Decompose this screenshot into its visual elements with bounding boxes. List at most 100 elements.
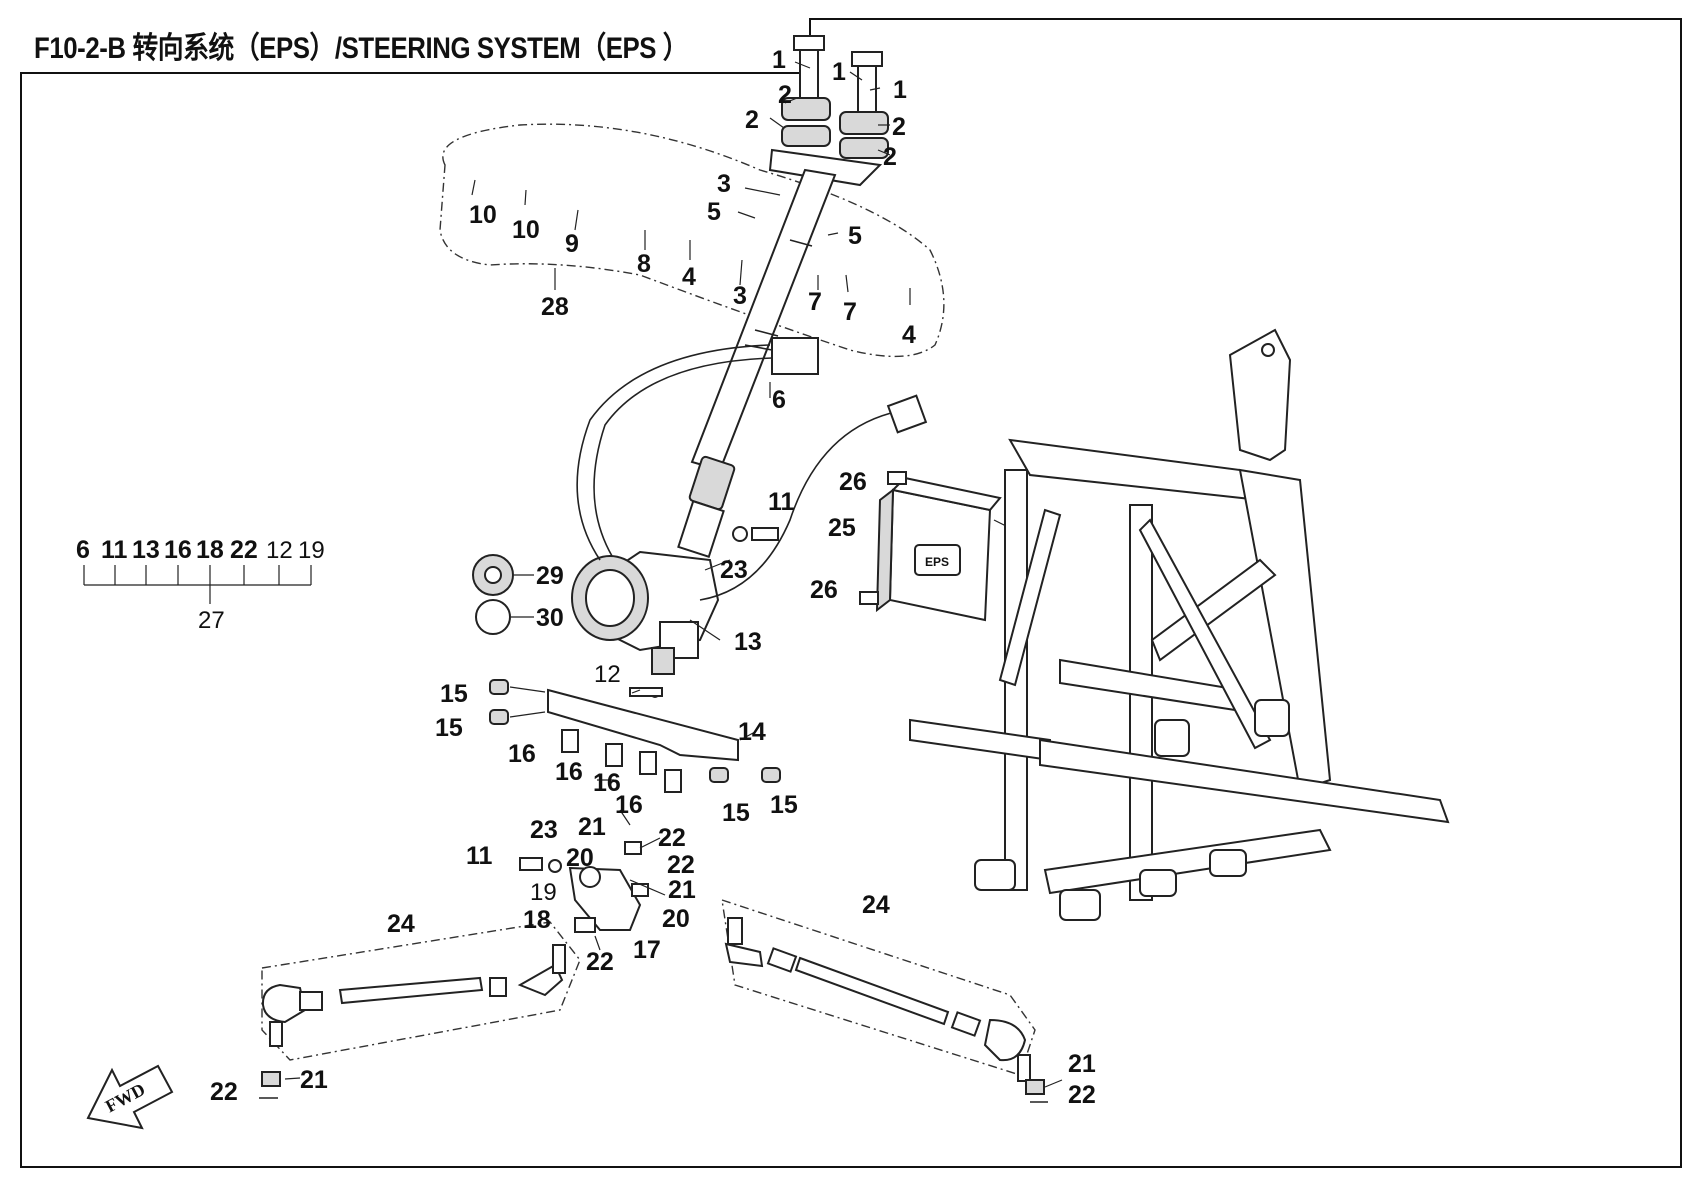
nut-21-right	[1025, 1079, 1045, 1095]
eps-ecu: EPS	[859, 471, 1011, 622]
callout-15: 15	[722, 799, 750, 827]
lower-clamp-left	[781, 125, 831, 147]
callout-28: 28	[541, 293, 569, 321]
vehicle-frame	[909, 328, 1450, 921]
callout-22: 22	[667, 851, 695, 879]
pitman-arm	[519, 841, 649, 933]
bolt-15a	[489, 679, 509, 695]
frame-steering-mount	[1228, 328, 1292, 462]
callout-22: 22	[586, 948, 614, 976]
fwd-arrow-shape	[86, 1064, 174, 1130]
callout-25: 25	[828, 514, 856, 542]
nut-21-left	[261, 1071, 281, 1087]
callouts: 1 1 1 2 2 2 2 3 3 4 4 5 5 6 7 7 8 9 10 1…	[210, 46, 1096, 1109]
bolt-15b	[489, 709, 509, 725]
callout-11: 11	[466, 842, 493, 870]
upper-clamp-left	[781, 97, 831, 121]
callout-21: 21	[578, 813, 606, 841]
kit-member: 16	[164, 536, 192, 564]
tie-rod-right-bar	[794, 956, 950, 1026]
callout-23: 23	[530, 816, 558, 844]
spacer-12	[629, 687, 663, 697]
frame-front-mount	[974, 859, 1016, 891]
screw-26-upper	[887, 471, 907, 485]
bushing-16a	[561, 729, 579, 753]
callout-29: 29	[536, 562, 564, 590]
callout-26: 26	[839, 468, 867, 496]
callout-1: 1	[893, 76, 907, 104]
callout-21: 21	[1068, 1050, 1096, 1078]
frame-top-rail	[1008, 438, 1263, 502]
frame-rear-upright	[1238, 468, 1332, 792]
callout-12: 12	[594, 661, 621, 688]
callout-18: 18	[523, 906, 551, 934]
kit-27: 6 11 13 16 18 22 12 19 27	[76, 536, 325, 634]
leader-lines	[284, 61, 1063, 1088]
tie-rod-left	[259, 944, 566, 1099]
spline-shaft	[677, 499, 725, 559]
bushing-18	[574, 917, 596, 933]
callout-22: 22	[1068, 1081, 1096, 1109]
bolt-11-lower	[519, 857, 543, 871]
kit-member: 11	[101, 536, 128, 564]
callout-3: 3	[717, 170, 731, 198]
callout-24: 24	[387, 910, 415, 938]
callout-10: 10	[469, 201, 497, 229]
kit-assembly-number: 27	[198, 607, 225, 634]
sensor-harness	[699, 411, 896, 601]
lower-clamp-right	[839, 137, 889, 159]
kit-member: 18	[196, 536, 224, 564]
kit-member: 12	[266, 537, 293, 564]
ecu-label-plate	[914, 544, 961, 576]
upper-clamp-right	[839, 111, 889, 135]
motor-end	[585, 569, 635, 627]
column-top-plate	[768, 148, 883, 187]
callout-16: 16	[555, 758, 583, 786]
bolt-15c	[709, 767, 729, 783]
nut-21a	[624, 841, 642, 855]
callout-1: 1	[832, 58, 846, 86]
callout-21: 21	[300, 1066, 328, 1094]
callout-15: 15	[435, 714, 463, 742]
mounting-bracket	[489, 679, 781, 793]
bolt-15d	[761, 767, 781, 783]
callout-8: 8	[637, 250, 651, 278]
callout-15: 15	[770, 791, 798, 819]
harness-connector	[886, 394, 928, 434]
kit-member: 13	[132, 536, 160, 564]
kit-member: 19	[298, 537, 325, 564]
group-28-outline	[439, 123, 945, 358]
parts-29-30	[472, 554, 534, 635]
callout-4: 4	[902, 321, 916, 349]
callout-22: 22	[210, 1078, 238, 1106]
steering-column	[677, 35, 889, 559]
callout-24: 24	[862, 891, 890, 919]
kit-member: 22	[230, 536, 258, 564]
callout-15: 15	[440, 680, 468, 708]
tie-rod-right-end-outer	[983, 1018, 1027, 1062]
callout-23: 23	[720, 556, 748, 584]
bracket-plate	[547, 688, 739, 762]
callout-1: 1	[772, 46, 786, 74]
callout-2: 2	[745, 106, 759, 134]
washer-23-upper	[732, 526, 748, 542]
diagram-border	[20, 18, 1682, 1168]
callout-7: 7	[808, 288, 822, 316]
clamp-bolt-head-right	[851, 51, 883, 67]
tie-rod-left-end-inner	[517, 963, 564, 997]
bolt-11-upper	[751, 527, 779, 541]
screw-26-lower	[859, 591, 879, 605]
output-spline	[651, 647, 675, 675]
callout-26: 26	[810, 576, 838, 604]
callout-2: 2	[883, 143, 897, 171]
frame-lower-brace	[1043, 828, 1332, 895]
tie-rod-left-bar	[338, 976, 484, 1005]
ecu-mark: EPS	[925, 555, 949, 569]
callout-16: 16	[593, 769, 621, 797]
o-ring-30	[475, 599, 511, 635]
frame-bottom-rail	[1039, 738, 1450, 824]
eps-motor-gearbox	[571, 344, 928, 675]
page-title: F10-2-B 转向系统（EPS）/STEERING SYSTEM（EPS ）	[34, 32, 689, 65]
